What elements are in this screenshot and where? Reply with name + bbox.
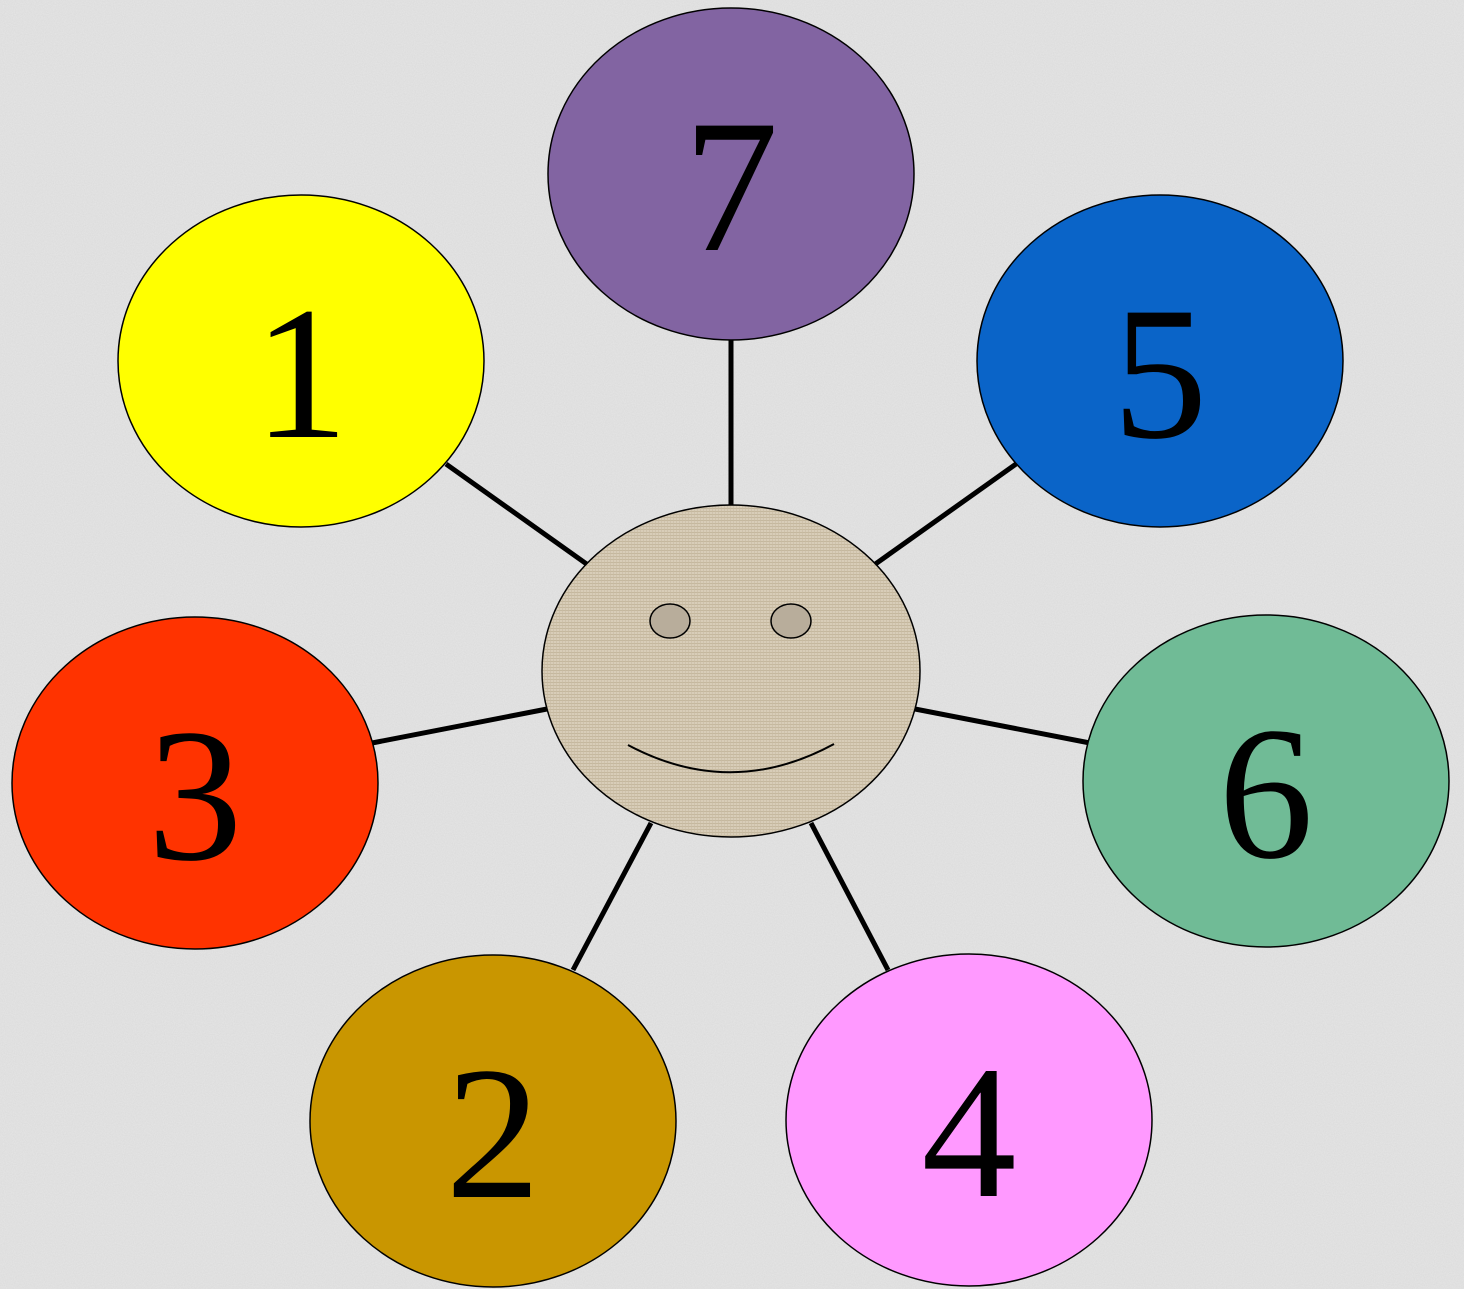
smiley-right-eye bbox=[771, 604, 811, 638]
node-6-label: 6 bbox=[1219, 689, 1314, 899]
node-4: 4 bbox=[786, 954, 1152, 1286]
node-5-label: 5 bbox=[1113, 269, 1208, 479]
node-5: 5 bbox=[977, 195, 1343, 527]
smiley-left-eye bbox=[650, 604, 690, 638]
node-2: 2 bbox=[310, 955, 676, 1287]
node-6: 6 bbox=[1083, 615, 1449, 947]
node-3: 3 bbox=[12, 617, 378, 949]
node-1-label: 1 bbox=[254, 269, 349, 479]
node-4-label: 4 bbox=[922, 1028, 1017, 1238]
node-7-label: 7 bbox=[684, 82, 779, 292]
node-2-label: 2 bbox=[446, 1029, 541, 1239]
node-3-label: 3 bbox=[148, 691, 243, 901]
node-1: 1 bbox=[118, 195, 484, 527]
node-7: 7 bbox=[548, 8, 914, 340]
smiley-face bbox=[542, 505, 920, 837]
smiley-face-circle bbox=[542, 505, 920, 837]
